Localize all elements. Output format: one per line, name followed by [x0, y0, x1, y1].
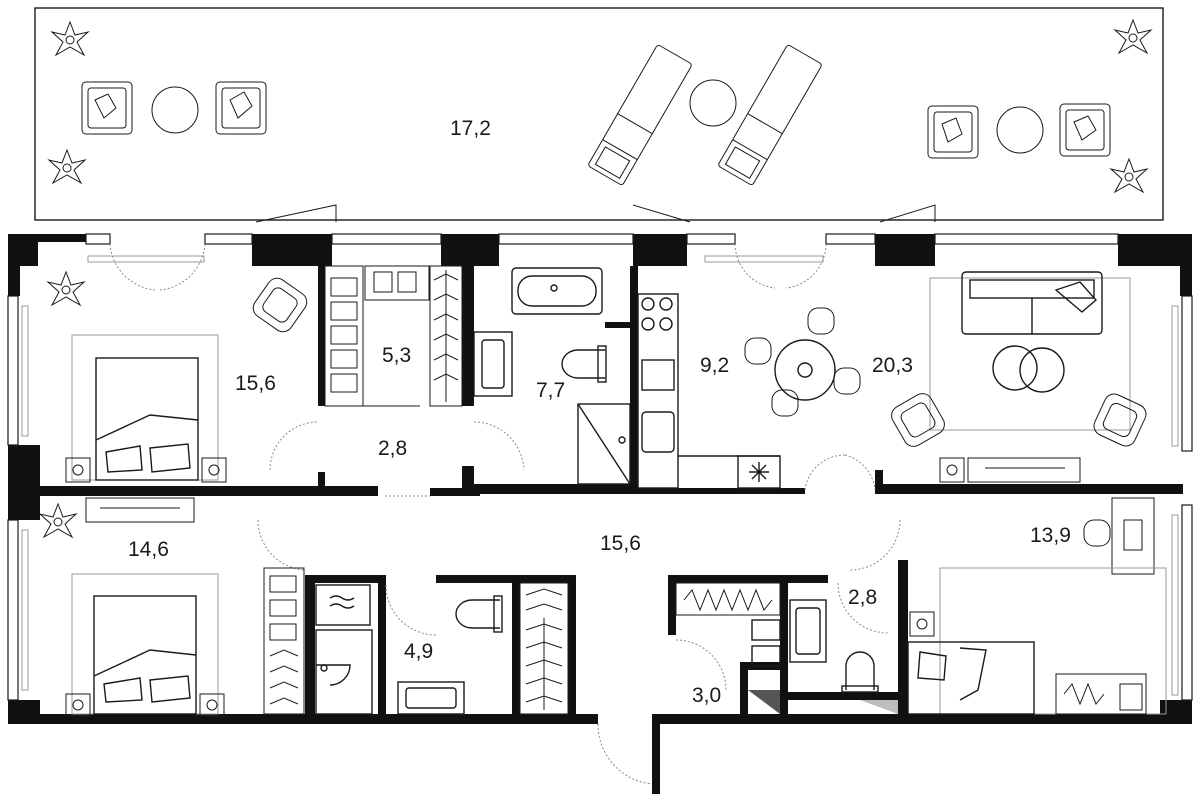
- window: [7, 233, 1193, 701]
- armchair-icon: [215, 81, 267, 135]
- armchair-icon: [891, 393, 1147, 447]
- nightstand-icon: [65, 457, 227, 483]
- sink-icon: [473, 331, 513, 397]
- kitchen-counter: [637, 293, 781, 489]
- shelving: [748, 690, 898, 714]
- armchair-icon: [252, 277, 308, 333]
- area-label-bathroom-1: 7,7: [536, 379, 565, 402]
- plant-icon: [50, 20, 90, 57]
- area-label-bedroom-1: 15,6: [235, 372, 276, 395]
- toilet-icon: [561, 345, 607, 383]
- dresser-icon: [1055, 673, 1147, 715]
- area-label-hall-2: 2,8: [848, 586, 877, 609]
- side-table-icon: [151, 86, 199, 134]
- dining-table-icon: [774, 339, 836, 401]
- bed-icon: [907, 641, 1035, 715]
- sink-icon: [397, 681, 465, 715]
- shelving: [519, 582, 569, 715]
- nightstand-icon: [65, 693, 225, 717]
- shower-icon: [577, 403, 631, 485]
- area-label-living-room: 20,3: [872, 354, 913, 377]
- side-table-icon: [689, 79, 737, 127]
- plant-icon: [1113, 18, 1153, 55]
- plant-icon: [38, 502, 78, 539]
- shower-icon: [315, 629, 373, 715]
- sun-lounger-icon: [588, 44, 692, 186]
- bed-icon: [95, 357, 199, 481]
- coffee-table-icon: [992, 345, 1065, 393]
- plant-icon: [46, 270, 86, 307]
- shelving: [324, 265, 463, 407]
- toilet-icon: [455, 595, 503, 633]
- armchair-icon: [927, 105, 979, 159]
- rug: [71, 334, 219, 481]
- side-table-icon: [996, 106, 1044, 154]
- nightstand-icon: [909, 611, 935, 637]
- sofa-icon: [961, 271, 1103, 335]
- door-swing: [109, 243, 827, 291]
- armchair-icon: [1059, 103, 1111, 157]
- toilet-icon: [841, 651, 879, 693]
- washing-machine-icon: [315, 584, 371, 626]
- area-label-bathroom-2: 4,9: [404, 640, 433, 663]
- chair-icon: [1083, 519, 1111, 547]
- area-label-corridor: 15,6: [600, 532, 641, 555]
- plant-icon: [1109, 157, 1149, 194]
- sink-icon: [751, 599, 827, 667]
- armchair-icon: [81, 81, 133, 135]
- bed-icon: [93, 595, 197, 715]
- area-label-hall-1: 2,8: [378, 437, 407, 460]
- area-label-kitchen: 9,2: [700, 354, 729, 377]
- rug: [939, 567, 1167, 715]
- area-label-bedroom-2: 14,6: [128, 538, 169, 561]
- plant-icon: [47, 148, 87, 185]
- radiator: [21, 255, 1179, 696]
- desk-icon: [1111, 497, 1155, 575]
- terrace: [34, 7, 1164, 223]
- area-label-wardrobe-1: 5,3: [382, 344, 411, 367]
- area-label-terrace: 17,2: [450, 117, 491, 140]
- chair-icon: [744, 307, 861, 417]
- shelving: [263, 567, 305, 715]
- shelving: [675, 582, 781, 616]
- exterior-walls: [8, 234, 1192, 724]
- dresser-icon: [85, 497, 195, 523]
- door-swing: [257, 421, 901, 785]
- rug: [929, 277, 1131, 431]
- area-label-utility: 3,0: [692, 684, 721, 707]
- sun-lounger-icon: [718, 44, 822, 186]
- tv-stand-icon: [939, 457, 1081, 483]
- area-label-bedroom-3: 13,9: [1030, 524, 1071, 547]
- interior-walls: [20, 266, 1183, 794]
- bathtub-icon: [511, 267, 603, 315]
